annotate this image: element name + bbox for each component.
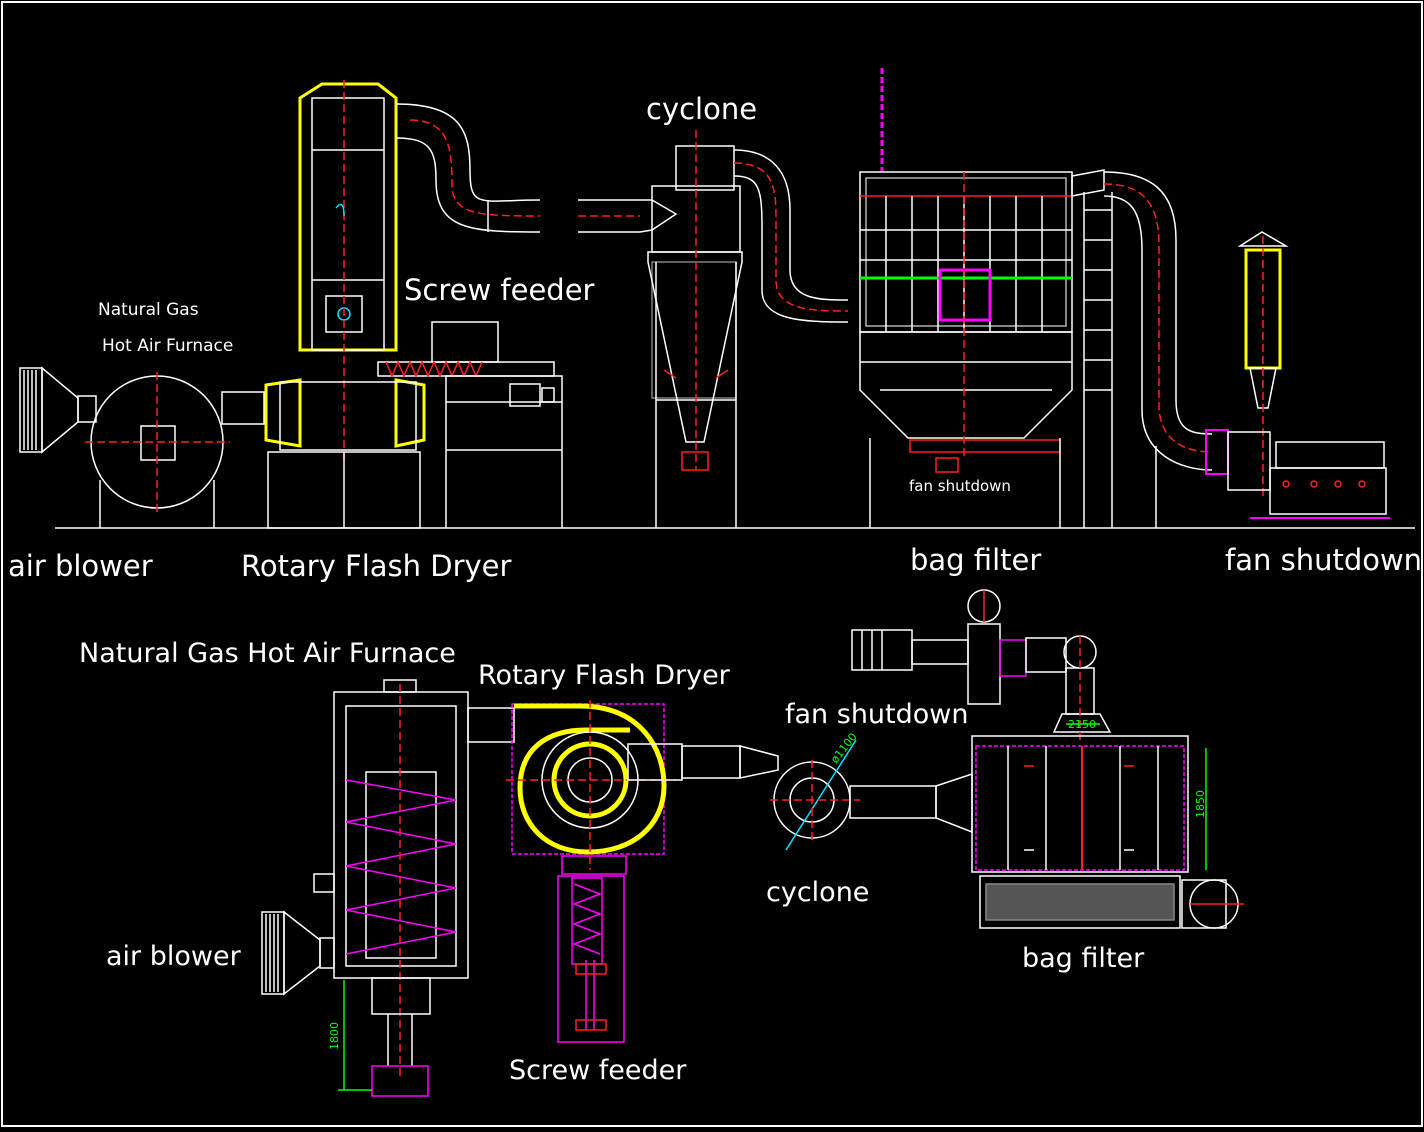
dim-filter-width: 2150 xyxy=(1068,718,1096,731)
label-fan-shutdown-plan: fan shutdown xyxy=(785,699,969,730)
label-air-blower-plan: air blower xyxy=(106,941,241,972)
hot-air-furnace-elevation xyxy=(85,372,265,528)
rotary-flash-dryer-plan xyxy=(506,700,683,875)
duct-furnace-to-dryer xyxy=(467,707,515,743)
dim-duct-diameter: ø1100 xyxy=(828,730,860,765)
screw-feeder-elevation xyxy=(377,321,563,528)
air-blower-plan xyxy=(261,910,335,996)
label-screw-feeder-top: Screw feeder xyxy=(404,273,595,307)
exhaust-fan-plan xyxy=(851,589,1112,740)
label-bag-filter-plan: bag filter xyxy=(1022,943,1145,974)
air-blower-elevation xyxy=(19,366,97,454)
label-natural-gas-furnace-plan: Natural Gas Hot Air Furnace xyxy=(79,638,456,669)
cyclone-elevation xyxy=(639,130,849,528)
bag-filter-elevation xyxy=(859,68,1113,528)
bag-filter-plan xyxy=(971,723,1244,929)
elevation-view xyxy=(19,68,1415,529)
exhaust-fan-elevation xyxy=(1227,231,1390,519)
label-cyclone-top: cyclone xyxy=(646,92,758,126)
label-natural-gas-line1: Natural Gas xyxy=(98,300,199,320)
flash-dryer-column-elevation xyxy=(264,80,426,529)
hot-air-furnace-plan xyxy=(313,679,469,1097)
label-screw-feeder-plan: Screw feeder xyxy=(509,1055,687,1086)
duct-dryer-to-cyclone-plan xyxy=(681,745,779,779)
label-fan-shutdown-top: fan shutdown xyxy=(1225,543,1423,577)
label-fan-shutdown-small: fan shutdown xyxy=(909,477,1011,495)
screw-feeder-plan xyxy=(557,875,625,1043)
duct-dryer-to-cyclone xyxy=(395,103,640,233)
label-rotary-flash-dryer-top: Rotary Flash Dryer xyxy=(241,549,512,583)
label-bag-filter-top: bag filter xyxy=(910,543,1042,577)
label-air-blower-top: air blower xyxy=(8,549,153,583)
dim-furnace-height: 1800 xyxy=(328,1022,341,1050)
cyclone-plan xyxy=(770,739,973,851)
label-natural-gas-line2: Hot Air Furnace xyxy=(102,336,234,356)
dim-filter-height: 1850 xyxy=(1194,790,1207,818)
label-rotary-flash-dryer-plan: Rotary Flash Dryer xyxy=(478,660,730,691)
duct-filter-to-fan xyxy=(1103,171,1229,528)
label-cyclone-plan: cyclone xyxy=(766,877,870,908)
plan-view xyxy=(261,589,1244,1097)
